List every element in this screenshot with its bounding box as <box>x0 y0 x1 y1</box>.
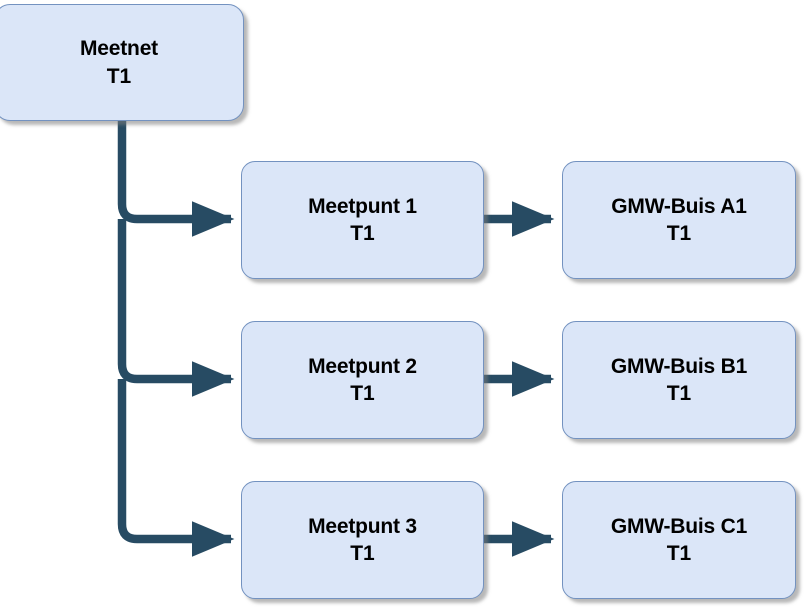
node-gmw-buis-c1[interactable]: GMW-Buis C1 T1 <box>562 481 796 599</box>
node-gmw-buis-a1[interactable]: GMW-Buis A1 T1 <box>562 161 796 279</box>
node-meetpunt-3-sublabel: T1 <box>350 542 375 565</box>
node-meetnet-label: Meetnet <box>80 37 158 61</box>
node-meetpunt-2-label: Meetpunt 2 <box>308 354 417 378</box>
edge-meetnet-to-meetpunt-1 <box>117 118 235 237</box>
node-meetpunt-1-label: Meetpunt 1 <box>308 194 417 218</box>
node-gmw-buis-b1[interactable]: GMW-Buis B1 T1 <box>562 321 796 439</box>
node-meetpunt-2-sublabel: T1 <box>350 382 375 405</box>
edge-meetnet-to-meetpunt-2 <box>117 219 235 397</box>
node-meetnet[interactable]: Meetnet T1 <box>0 4 244 121</box>
node-gmw-buis-c1-label: GMW-Buis C1 <box>610 514 748 538</box>
edge-meetnet-to-meetpunt-3 <box>117 379 235 557</box>
node-meetnet-sublabel: T1 <box>106 64 132 88</box>
node-gmw-buis-a1-sublabel: T1 <box>666 222 692 245</box>
node-meetpunt-3[interactable]: Meetpunt 3 T1 <box>241 481 484 599</box>
node-meetpunt-3-label: Meetpunt 3 <box>308 514 417 538</box>
node-meetpunt-1[interactable]: Meetpunt 1 T1 <box>241 161 484 279</box>
node-gmw-buis-c1-sublabel: T1 <box>666 542 692 565</box>
node-gmw-buis-b1-sublabel: T1 <box>666 382 692 405</box>
node-gmw-buis-b1-label: GMW-Buis B1 <box>610 354 748 378</box>
node-meetpunt-1-sublabel: T1 <box>350 222 375 245</box>
node-meetpunt-2[interactable]: Meetpunt 2 T1 <box>241 321 484 439</box>
node-gmw-buis-a1-label: GMW-Buis A1 <box>611 194 747 218</box>
